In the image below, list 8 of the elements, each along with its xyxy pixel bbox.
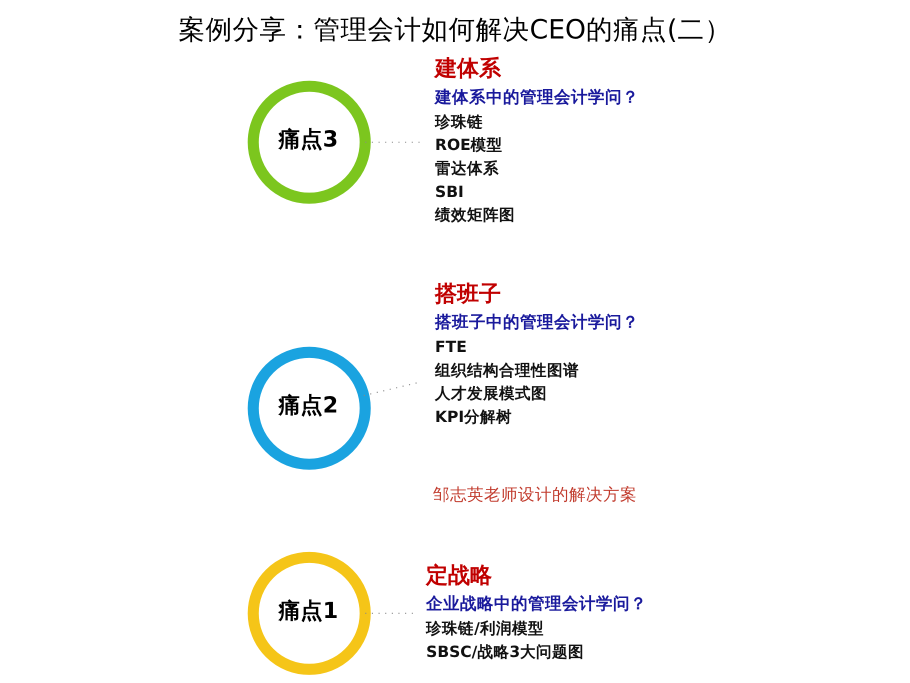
diagram-title: 案例分享：管理会计如何解决CEO的痛点(二） bbox=[178, 14, 732, 46]
node-text: 定战略 企业战略中的管理会计学问？ 珍珠链/利润模型 SBSC/战略3大问题图 bbox=[426, 562, 648, 661]
node-text: 搭班子 搭班子中的管理会计学问？ FTE 组织结构合理性图谱 人才发展模式图 KPI分解树 bbox=[435, 280, 640, 426]
node-text: 建体系 建体系中的管理会计学问？ 珍珠链 ROE模型 雷达体系 SBI 绩效矩阵图 bbox=[435, 56, 640, 224]
label: 邹志英老师设计的解决方案 bbox=[432, 484, 637, 504]
node-circle: 痛点1 bbox=[248, 552, 371, 675]
node-circle: 痛点3 bbox=[248, 80, 371, 204]
node-circle: 痛点2 bbox=[248, 346, 371, 470]
